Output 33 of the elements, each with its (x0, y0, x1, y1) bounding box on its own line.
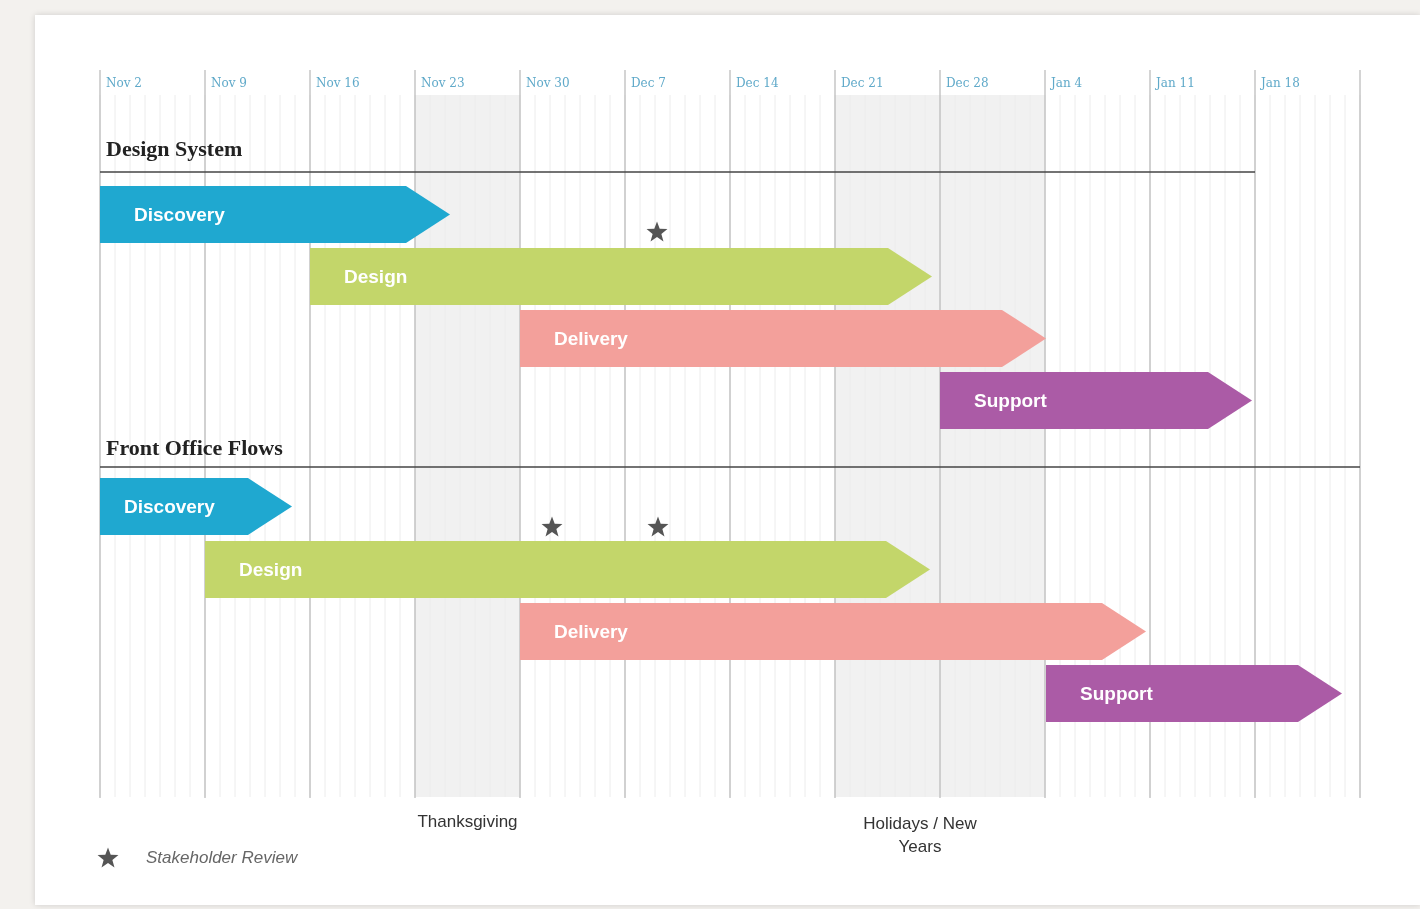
section-heading: Front Office Flows (106, 435, 283, 461)
date-label: Nov 2 (106, 76, 142, 90)
timeline-bar (100, 478, 292, 535)
timeline-bar (520, 310, 1046, 367)
date-label: Nov 16 (316, 76, 360, 90)
legend-label: Stakeholder Review (146, 848, 298, 868)
date-label: Dec 28 (946, 76, 989, 90)
phase-label: Discovery (124, 495, 215, 518)
period-label: Thanksgiving (416, 812, 519, 832)
phase-label: Design (344, 265, 408, 288)
timeline-bar (1046, 665, 1342, 722)
section-heading: Design System (106, 136, 243, 162)
phase-label: Support (1080, 682, 1153, 705)
date-label: Dec 14 (736, 76, 779, 90)
date-label: Dec 21 (841, 76, 884, 90)
date-label: Jan 4 (1051, 76, 1083, 90)
date-label: Nov 23 (421, 76, 465, 90)
phase-label: Design (239, 558, 303, 581)
period-label: Holidays / New Years (862, 813, 978, 858)
timeline-bar (940, 372, 1252, 429)
phase-label: Delivery (554, 327, 628, 350)
date-label: Jan 11 (1156, 76, 1195, 90)
timeline-bar (520, 603, 1146, 660)
phase-label: Delivery (554, 620, 628, 643)
timeline-bar (100, 186, 450, 243)
date-label: Nov 30 (526, 76, 570, 90)
timeline-bar (205, 541, 930, 598)
date-label: Dec 7 (631, 76, 666, 90)
phase-label: Support (974, 389, 1047, 412)
date-label: Nov 9 (211, 76, 247, 90)
phase-label: Discovery (134, 203, 225, 226)
date-label: Jan 18 (1261, 76, 1300, 90)
timeline-bar (310, 248, 932, 305)
